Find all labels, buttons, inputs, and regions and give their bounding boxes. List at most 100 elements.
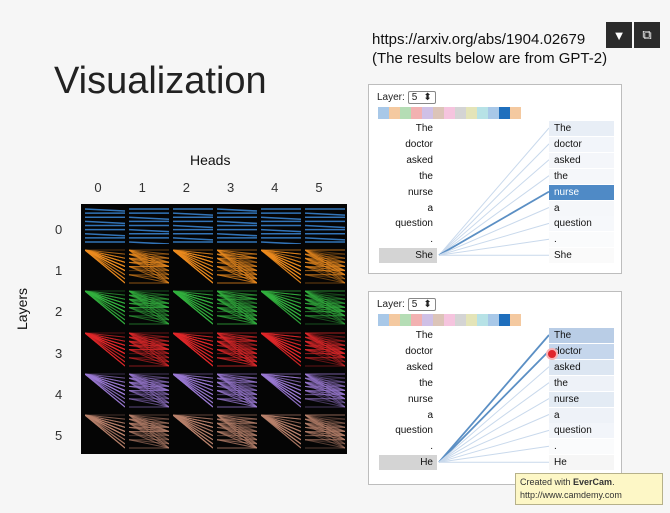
attention-head-cell[interactable]: [85, 289, 125, 326]
attention-head-cell[interactable]: [305, 331, 345, 368]
head-swatch[interactable]: [422, 107, 433, 119]
query-token[interactable]: the: [419, 170, 433, 182]
head-swatch[interactable]: [466, 314, 477, 326]
key-token[interactable]: The: [549, 121, 614, 136]
attention-head-cell[interactable]: [129, 248, 169, 285]
query-token[interactable]: He: [379, 455, 437, 471]
head-swatch[interactable]: [477, 314, 488, 326]
head-swatch[interactable]: [433, 314, 444, 326]
query-token[interactable]: a: [427, 202, 433, 214]
key-token[interactable]: She: [549, 248, 614, 264]
head-swatch[interactable]: [444, 107, 455, 119]
attention-head-cell[interactable]: [305, 248, 345, 285]
head-swatch[interactable]: [433, 107, 444, 119]
attention-head-cell[interactable]: [217, 413, 257, 450]
head-swatch[interactable]: [444, 314, 455, 326]
key-token[interactable]: nurse: [549, 391, 614, 407]
key-token[interactable]: .: [549, 439, 614, 455]
head-swatch[interactable]: [378, 107, 389, 119]
head-swatch[interactable]: [400, 107, 411, 119]
key-token[interactable]: the: [549, 375, 614, 391]
caret-down-icon[interactable]: ▼: [606, 22, 632, 48]
head-swatch[interactable]: [488, 314, 499, 326]
query-token[interactable]: The: [415, 330, 433, 341]
key-token[interactable]: a: [549, 407, 614, 423]
key-token[interactable]: a: [549, 200, 614, 216]
attention-head-cell[interactable]: [85, 207, 125, 244]
attention-head-cell[interactable]: [261, 331, 301, 368]
query-token[interactable]: asked: [406, 154, 433, 166]
popout-icon[interactable]: ⧉: [634, 22, 660, 48]
attention-head-cell[interactable]: [217, 372, 257, 409]
watermark-url[interactable]: http://www.camdemy.com: [520, 490, 622, 500]
query-token[interactable]: nurse: [407, 393, 433, 405]
layer-select[interactable]: 5⬍: [407, 298, 436, 311]
attention-head-cell[interactable]: [129, 289, 169, 326]
attention-head-cell[interactable]: [217, 331, 257, 368]
attention-head-cell[interactable]: [173, 331, 213, 368]
head-swatch[interactable]: [499, 314, 510, 326]
head-swatch[interactable]: [411, 314, 422, 326]
attention-head-cell[interactable]: [173, 248, 213, 285]
query-token[interactable]: nurse: [407, 186, 433, 198]
head-swatch[interactable]: [411, 107, 422, 119]
head-swatch[interactable]: [400, 314, 411, 326]
key-token[interactable]: the: [549, 168, 614, 184]
attention-head-cell[interactable]: [261, 289, 301, 326]
attention-head-cell[interactable]: [173, 372, 213, 409]
attention-head-cell[interactable]: [305, 207, 345, 244]
head-swatch[interactable]: [422, 314, 433, 326]
attention-head-cell[interactable]: [129, 331, 169, 368]
key-token[interactable]: He: [549, 455, 614, 471]
key-token[interactable]: question: [549, 216, 614, 232]
key-token[interactable]: question: [549, 423, 614, 439]
attention-head-cell[interactable]: [305, 289, 345, 326]
head-swatch[interactable]: [488, 107, 499, 119]
head-swatch[interactable]: [510, 107, 521, 119]
query-token[interactable]: .: [430, 441, 433, 453]
head-swatch[interactable]: [455, 314, 466, 326]
query-token[interactable]: question: [395, 425, 433, 437]
attention-head-cell[interactable]: [217, 248, 257, 285]
key-token[interactable]: doctor: [549, 136, 614, 152]
attention-head-cell[interactable]: [85, 331, 125, 368]
query-token[interactable]: question: [395, 218, 433, 230]
attention-head-cell[interactable]: [129, 372, 169, 409]
head-swatch[interactable]: [389, 314, 400, 326]
attention-head-cell[interactable]: [173, 207, 213, 244]
attention-head-cell[interactable]: [261, 248, 301, 285]
head-swatch[interactable]: [455, 107, 466, 119]
attention-head-cell[interactable]: [305, 372, 345, 409]
attention-head-cell[interactable]: [173, 413, 213, 450]
head-swatch[interactable]: [466, 107, 477, 119]
attention-head-cell[interactable]: [129, 207, 169, 244]
key-token[interactable]: asked: [549, 359, 614, 375]
key-token[interactable]: nurse: [549, 184, 614, 200]
head-swatch[interactable]: [477, 107, 488, 119]
attention-head-cell[interactable]: [129, 413, 169, 450]
query-token[interactable]: a: [427, 409, 433, 421]
query-token[interactable]: doctor: [405, 138, 433, 150]
query-token[interactable]: doctor: [405, 345, 433, 357]
key-token[interactable]: The: [549, 328, 614, 343]
layer-select[interactable]: 5⬍: [407, 91, 436, 104]
head-swatch[interactable]: [378, 314, 389, 326]
key-token[interactable]: .: [549, 232, 614, 248]
head-swatch[interactable]: [499, 107, 510, 119]
attention-head-cell[interactable]: [173, 289, 213, 326]
attention-head-cell[interactable]: [261, 372, 301, 409]
query-token[interactable]: The: [415, 123, 433, 134]
attention-head-cell[interactable]: [305, 413, 345, 450]
attention-head-cell[interactable]: [85, 413, 125, 450]
head-swatch[interactable]: [389, 107, 400, 119]
reference-url[interactable]: https://arxiv.org/abs/1904.02679: [372, 31, 586, 48]
query-token[interactable]: asked: [406, 361, 433, 373]
attention-head-cell[interactable]: [261, 207, 301, 244]
attention-head-cell[interactable]: [85, 372, 125, 409]
attention-head-cell[interactable]: [261, 413, 301, 450]
key-token[interactable]: doctor: [549, 343, 614, 359]
head-swatch[interactable]: [510, 314, 521, 326]
query-token[interactable]: the: [419, 377, 433, 389]
attention-head-cell[interactable]: [85, 248, 125, 285]
attention-head-cell[interactable]: [217, 289, 257, 326]
